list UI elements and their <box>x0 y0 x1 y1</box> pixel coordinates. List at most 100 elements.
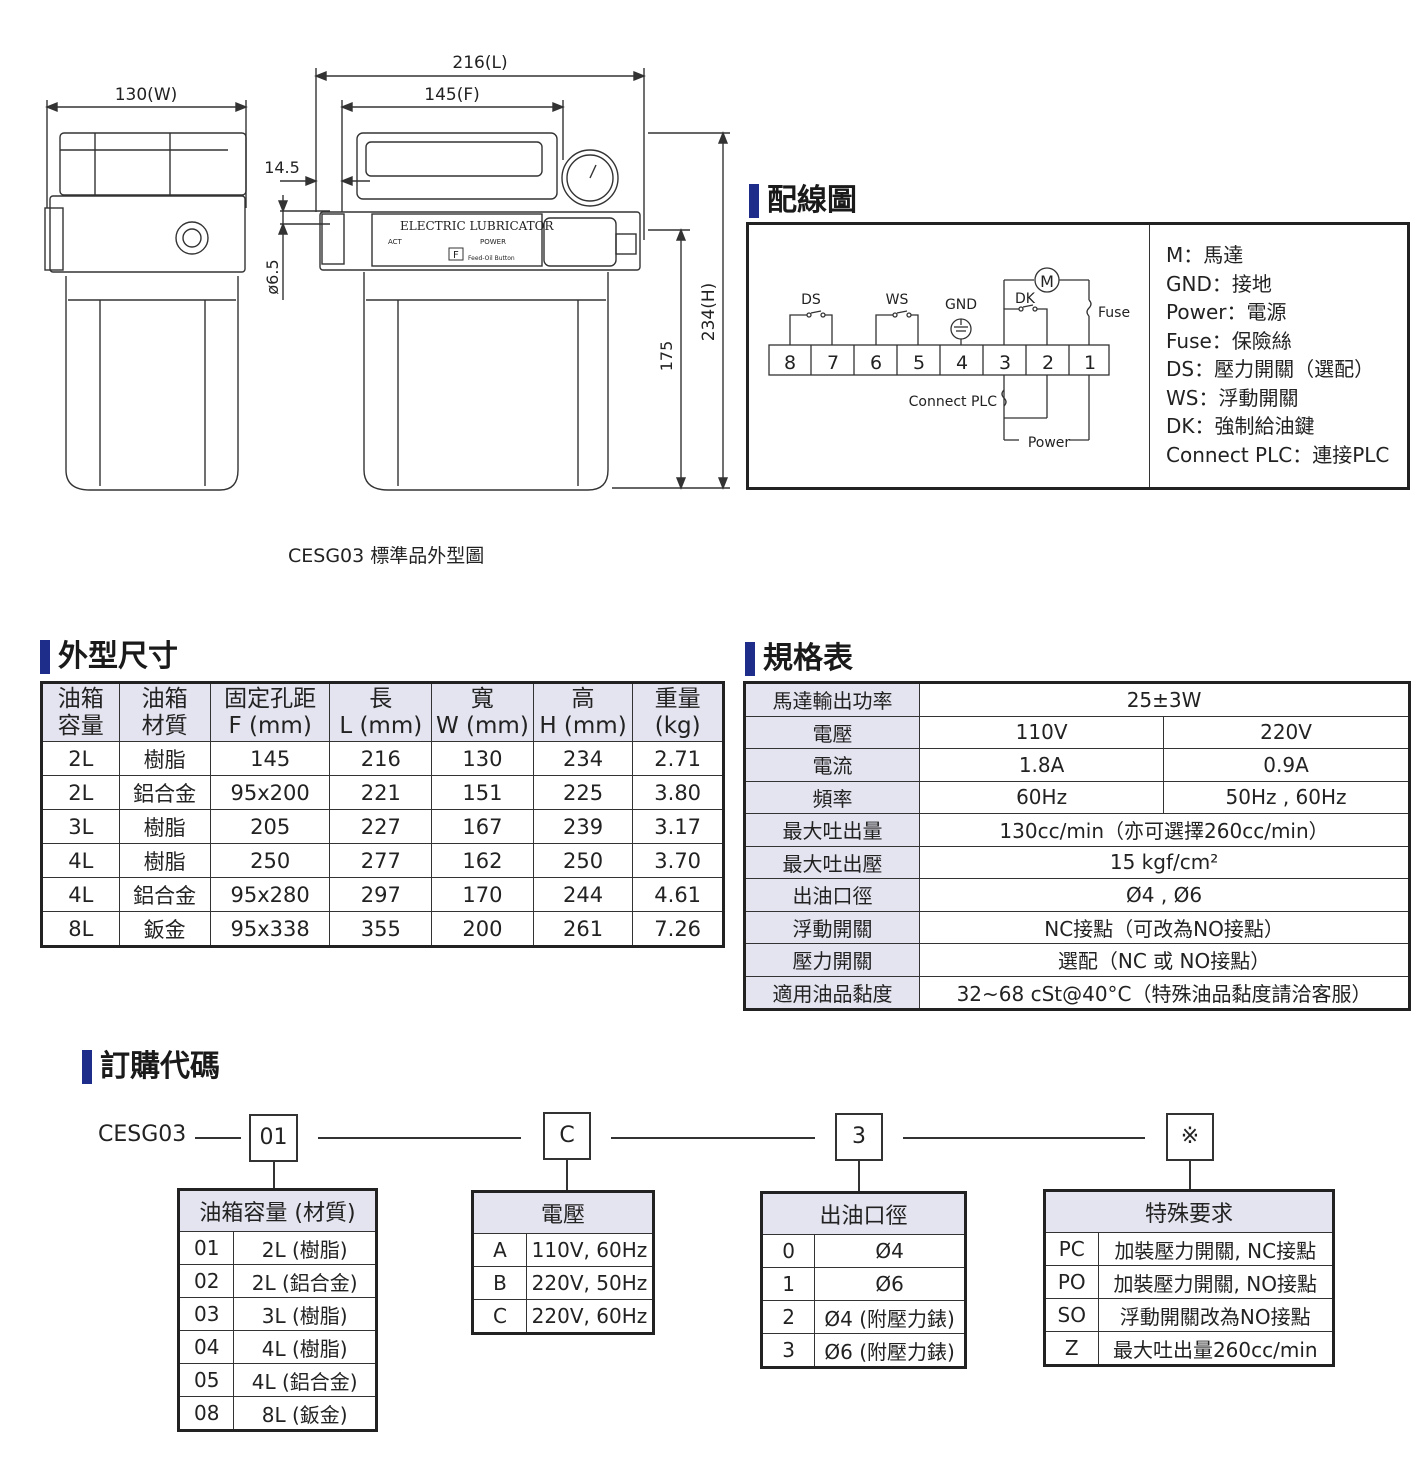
table-cell: 220V, 50Hz <box>525 1266 655 1300</box>
table-cell: 2L <box>41 775 120 810</box>
table-cell: 60Hz <box>919 780 1165 814</box>
table-cell: 鈑金 <box>118 911 211 947</box>
table-cell: 216 <box>329 741 433 776</box>
table-cell: 3.70 <box>632 843 724 878</box>
ordering-title: 訂購代碼 <box>82 1048 220 1086</box>
table-cell: 浮動開關 <box>743 910 921 944</box>
table-cell: Ø4 <box>814 1234 966 1268</box>
table-cell: 130 <box>431 741 534 776</box>
table-cell: 頻率 <box>743 780 921 814</box>
code-box-outlet: 3 <box>835 1113 883 1161</box>
fuse-label: Fuse <box>1098 305 1130 321</box>
table-cell: 130cc/min（亦可選擇260cc/min） <box>919 813 1410 847</box>
terminal-3: 3 <box>999 352 1011 374</box>
table-cell: 8L <box>41 911 120 947</box>
table-cell: 2L <box>41 741 120 776</box>
table-cell: 0 <box>760 1234 816 1268</box>
terminal-2: 2 <box>1042 352 1054 374</box>
table-cell: 170 <box>431 877 534 912</box>
table-cell: 4.61 <box>632 877 724 912</box>
legend-item: M：馬達 <box>1166 243 1244 267</box>
table-cell: 355 <box>329 911 433 947</box>
dimensions-title: 外型尺寸 <box>40 638 178 676</box>
table-cell: 220V <box>1163 715 1410 749</box>
table-cell: 01 <box>177 1231 235 1265</box>
table-cell: 151 <box>431 775 534 810</box>
table-cell: 最大吐出量260cc/min <box>1097 1331 1335 1366</box>
table-cell: SO <box>1044 1298 1099 1332</box>
code-box-voltage: C <box>543 1112 591 1160</box>
legend-item: WS：浮動開關 <box>1166 385 1299 410</box>
wiring-diagram: 8 7 6 5 4 3 2 1 DS WS GND DK M Fuse Conn… <box>768 267 1130 451</box>
order-prefix: CESG03 <box>98 1122 187 1147</box>
dim-length-label: 216(L) <box>452 53 507 73</box>
motor-label: M <box>1040 272 1054 291</box>
special-options-header: 特殊要求 <box>1044 1190 1334 1233</box>
header-material: 油箱材質 <box>118 682 211 742</box>
table-cell: 3L <box>41 809 120 844</box>
connect-plc-label: Connect PLC <box>909 394 998 410</box>
stem <box>273 1162 275 1188</box>
legend-item: Power：電源 <box>1166 300 1287 324</box>
table-cell: Ø4 (附壓力錶) <box>814 1300 966 1334</box>
table-cell: 08 <box>177 1396 235 1431</box>
connector-line <box>195 1137 241 1139</box>
table-cell: 110V, 60Hz <box>525 1233 655 1267</box>
table-cell: 03 <box>177 1297 235 1331</box>
connector-line <box>318 1137 521 1139</box>
feed-button-label: Feed-Oil Button <box>468 255 515 262</box>
table-cell: 8L (鈑金) <box>233 1396 377 1431</box>
table-cell: 95x338 <box>209 911 331 947</box>
table-cell: 樹脂 <box>118 843 211 878</box>
outline-drawing: 130(W) 216(L) 145(F) 14.5 ø6.5 175 234(H… <box>44 53 730 567</box>
specs-title: 規格表 <box>745 640 853 678</box>
table-cell: Z <box>1044 1331 1099 1366</box>
table-cell: 220V, 60Hz <box>525 1299 655 1334</box>
table-cell: 鋁合金 <box>118 877 211 912</box>
gnd-label: GND <box>945 297 977 313</box>
terminal-8: 8 <box>784 352 796 374</box>
device-label: ELECTRIC LUBRICATOR <box>400 219 554 233</box>
table-cell: 適用油品黏度 <box>743 975 921 1010</box>
table-cell: 加裝壓力開關, NO接點 <box>1097 1265 1335 1299</box>
voltage-options-header: 電壓 <box>472 1191 654 1234</box>
ws-label: WS <box>886 292 909 308</box>
table-cell: 出油口徑 <box>743 878 921 912</box>
table-cell: 02 <box>177 1264 235 1298</box>
dim-234-label: 234(H) <box>699 283 719 342</box>
terminal-6: 6 <box>870 352 882 374</box>
table-cell: 250 <box>209 843 331 878</box>
table-cell: 32~68 cSt@40°C（特殊油品黏度請洽客服） <box>919 975 1410 1010</box>
table-cell: PC <box>1044 1232 1099 1266</box>
table-cell: 3.17 <box>632 809 724 844</box>
table-cell: 電壓 <box>743 715 921 749</box>
table-cell: 樹脂 <box>118 741 211 776</box>
dim-175-label: 175 <box>657 341 676 372</box>
table-cell: 3 <box>760 1333 816 1368</box>
table-cell: 4L <box>41 877 120 912</box>
